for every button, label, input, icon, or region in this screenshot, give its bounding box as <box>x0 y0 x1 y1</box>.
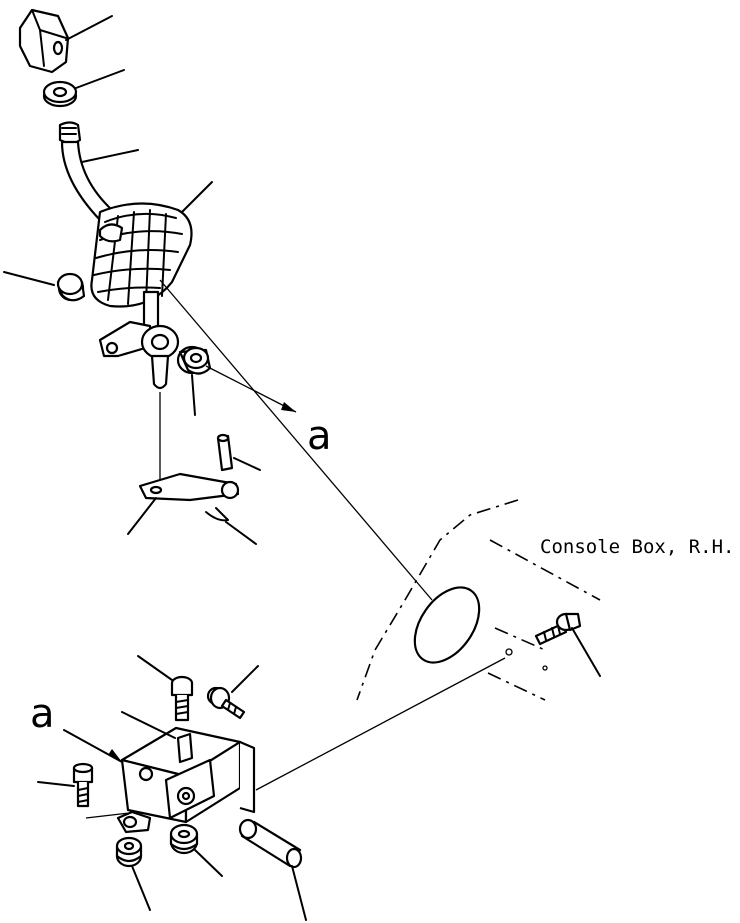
arrow-head-top <box>281 402 296 412</box>
lever-pivot <box>98 290 180 390</box>
console-slot <box>413 586 481 664</box>
arrow-head-bottom <box>108 749 122 762</box>
collar-left <box>56 272 86 302</box>
console-box-outline <box>356 499 601 701</box>
bolt-left <box>72 762 94 808</box>
lever-boot <box>90 202 193 308</box>
lever-knob <box>18 8 70 74</box>
flange-bolt <box>206 686 246 720</box>
cotter-pin <box>205 507 229 522</box>
bracket-nut <box>116 810 152 834</box>
bolt-top <box>170 675 194 722</box>
reference-label-bottom: a <box>30 691 55 737</box>
console-box-label: Console Box, R.H. <box>540 536 735 558</box>
console-bolt <box>534 612 582 646</box>
nut-bottom-left <box>115 836 143 868</box>
bracket <box>120 726 256 824</box>
nut-bottom-mid <box>169 823 199 855</box>
nut-top <box>42 80 78 108</box>
link-assembly <box>138 433 240 502</box>
lever-rod <box>58 121 114 222</box>
reference-label-top: a <box>307 413 332 459</box>
pivot-pin <box>238 818 303 869</box>
bolt-hole <box>505 648 513 656</box>
bushing-right <box>176 345 212 375</box>
